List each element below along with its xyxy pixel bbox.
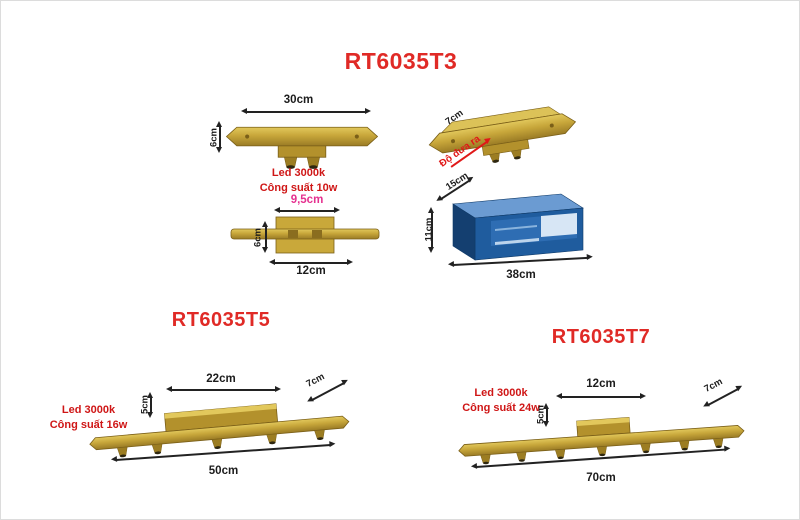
dim-label-box-height: 11cm: [423, 217, 435, 242]
fixture-illustration: [89, 403, 350, 458]
dim-arrow-height: [543, 403, 549, 427]
dim-label-top-height: 6cm: [252, 228, 264, 248]
dim-label-width: 30cm: [283, 94, 314, 106]
dim-arrow-height: [216, 121, 222, 153]
fixture-side-illustration: [428, 106, 577, 163]
product-box-illustration: [452, 193, 584, 261]
dim-label-height: 5cm: [139, 395, 151, 415]
spec-line1: Led 3000k: [271, 167, 326, 179]
dim-label-total-length: 70cm: [586, 472, 616, 484]
front-view-diagram: 30cm 6cm: [208, 94, 386, 194]
spec-line2: Công suất 16w: [49, 419, 128, 432]
dim-arrow-box-height: [428, 207, 434, 253]
dim-label-base-width: 12cm: [296, 265, 326, 277]
dim-label-total-length: 50cm: [208, 465, 239, 477]
dim-label-depth: 7cm: [702, 376, 725, 395]
dim-arrow-base-width: [269, 259, 353, 265]
spec-line1: Led 3000k: [474, 387, 528, 399]
dim-label-height: 6cm: [208, 128, 220, 148]
dim-arrow-center-width: [556, 393, 646, 399]
box-diagram: 15cm 11cm 38cm: [421, 170, 616, 291]
dim-arrow-top-height: [262, 221, 268, 253]
dim-arrow-width: [241, 108, 371, 114]
dim-arrow-height: [147, 392, 153, 418]
spec-line1: Led 3000k: [61, 404, 116, 416]
product-section-rt6035t7: RT6035T7 12cm 7cm Led 3000k Công suất 24…: [416, 316, 786, 516]
dim-label-box-width: 38cm: [506, 269, 536, 281]
dim-label-depth: 7cm: [304, 371, 327, 390]
side-view-diagram: 7cm Độ đưa ra: [413, 96, 593, 186]
fixture-top-illustration: [230, 216, 380, 254]
product-section-rt6035t5: RT6035T5 22cm 7cm Led 3000k Công suất 16…: [26, 301, 386, 511]
spec-text: Led 3000k Công suất 24w: [441, 386, 561, 417]
dim-label-center-width: 22cm: [206, 373, 236, 385]
dim-label-height: 5cm: [535, 405, 547, 425]
product-title: RT6035T5: [171, 309, 271, 331]
product-title: RT6035T7: [551, 326, 651, 348]
dim-arrow-center-width: [166, 386, 281, 392]
spec-line2: Công suất 10w: [259, 182, 338, 195]
fixture-front-illustration: [225, 126, 379, 169]
fixture-illustration: [458, 417, 745, 465]
product-title: RT6035T3: [344, 48, 458, 74]
dim-label-center-width: 12cm: [586, 378, 616, 390]
dim-arrow-inner-width: [274, 207, 340, 213]
product-section-rt6035t3: RT6035T3 30cm 6cm Led 3000k Công suất 10…: [181, 36, 621, 291]
spec-line2: Công suất 24w: [462, 402, 540, 415]
dim-label-inner-width: 9,5cm: [290, 194, 324, 206]
spec-text: Led 3000k Công suất 10w: [211, 166, 386, 197]
top-view-diagram: 9,5cm 6cm 12cm: [219, 184, 394, 279]
spec-text: Led 3000k Công suất 16w: [26, 403, 151, 434]
